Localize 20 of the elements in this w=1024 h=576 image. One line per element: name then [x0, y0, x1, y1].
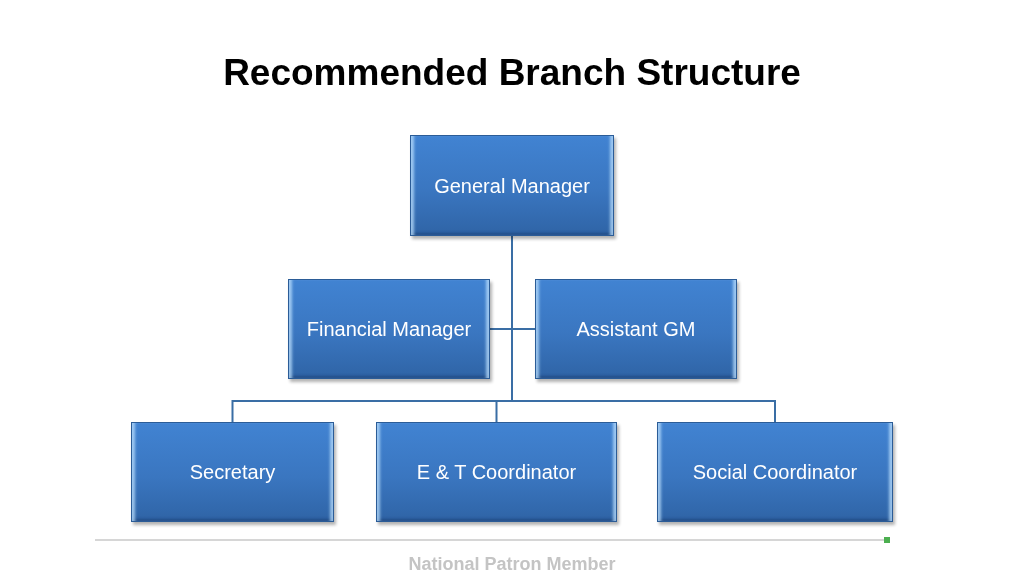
connector-line	[495, 400, 513, 423]
title: Recommended Branch Structure	[222, 51, 802, 95]
role-box	[131, 422, 334, 522]
role-label: E & T Coordinator	[416, 460, 577, 484]
role-label: Financial Manager	[306, 317, 472, 341]
role-label: Assistant GM	[576, 317, 696, 341]
role-box	[657, 422, 893, 522]
footer-note: National Patron Member	[407, 553, 617, 575]
role-label: Social Coordinator	[692, 460, 858, 484]
role-box	[410, 135, 614, 236]
role-box	[535, 279, 737, 379]
role-box	[288, 279, 490, 379]
connector-line	[489, 328, 513, 330]
role-label: General Manager	[434, 173, 590, 198]
connector-line	[511, 400, 776, 423]
role-box	[376, 422, 617, 522]
connector-line	[511, 328, 536, 330]
role-label: Secretary	[189, 460, 276, 484]
connector-line	[511, 235, 513, 330]
connector-line	[511, 328, 513, 402]
